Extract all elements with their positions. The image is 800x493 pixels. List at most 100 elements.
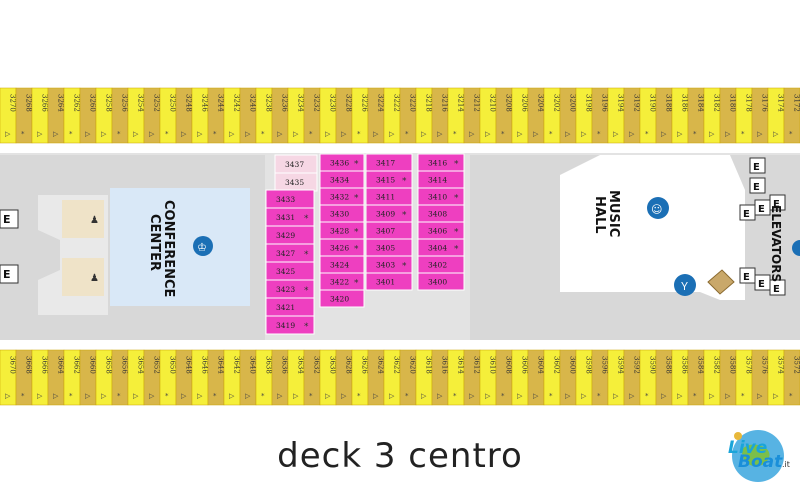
cabin-number: 3212 <box>473 94 481 112</box>
cabin-marker: ▷ <box>517 130 523 138</box>
cabin-marker: ▷ <box>293 392 299 400</box>
cabin-marker: ▷ <box>485 392 491 400</box>
cabin-number: 3632 <box>313 356 321 374</box>
cabin-marker: ▷ <box>389 392 395 400</box>
cabin-marker: ▷ <box>581 130 587 138</box>
cabin-number: 3576 <box>761 356 769 374</box>
cabin-number: 3616 <box>441 356 449 374</box>
cabin-number: 3228 <box>345 94 353 112</box>
cabin-number: 3624 <box>377 356 385 374</box>
cabin-marker: ▷ <box>757 130 763 138</box>
pink-cabin-number: 3433 <box>276 195 295 204</box>
pink-cabin-number: 3400 <box>428 278 447 287</box>
elevator-info-icon <box>792 240 800 256</box>
cabin-marker: ▷ <box>725 130 731 138</box>
cabin-number: 3236 <box>281 94 289 112</box>
cabin-marker: ▷ <box>85 392 91 400</box>
left-stair-bottom <box>62 258 104 296</box>
cabin-number: 3654 <box>137 356 145 374</box>
cabin-marker: * <box>309 392 313 400</box>
pink-cabin-number: 3427 <box>276 249 295 258</box>
cabin-marker: ▷ <box>677 130 683 138</box>
cabin-marker: * <box>549 392 553 400</box>
cabin-number: 3258 <box>105 94 113 112</box>
cabin-marker: ▷ <box>101 130 107 138</box>
pink-cabin-number: 3405 <box>376 244 395 253</box>
cabin-number: 3270 <box>9 94 17 112</box>
cabin-number: 3652 <box>153 356 161 374</box>
cabin-marker: * <box>213 130 217 138</box>
pink-cabin <box>365 272 413 291</box>
cabin-number: 3662 <box>73 356 81 374</box>
cabin-marker: ▷ <box>533 392 539 400</box>
cabin-marker: ▷ <box>709 392 715 400</box>
cabin-number: 3604 <box>537 356 545 374</box>
cabin-number: 3262 <box>73 94 81 112</box>
cabin-marker: * <box>597 130 601 138</box>
cabin-number: 3584 <box>697 356 705 374</box>
elevator-box <box>749 177 766 194</box>
cabin-number: 3612 <box>473 356 481 374</box>
cabin-marker: ▷ <box>613 130 619 138</box>
cabin-marker: ▷ <box>197 392 203 400</box>
cabin-marker: ▷ <box>245 392 251 400</box>
cabin-marker: ▷ <box>53 130 59 138</box>
music-icon <box>647 197 669 219</box>
top-cabin-strip: 3270▷3268*3266▷3264▷3262*3260▷3258▷3256*… <box>0 87 800 144</box>
cabin-number: 3206 <box>521 94 529 112</box>
cabin-number: 3222 <box>393 94 401 112</box>
cabin-marker: ▷ <box>325 130 331 138</box>
music-hall <box>560 155 745 300</box>
cabin-number: 3200 <box>569 94 577 112</box>
pink-cabin-number: 3430 <box>330 210 349 219</box>
liveboat-logo: Live Boat .it <box>716 420 796 486</box>
cabin-marker: ▷ <box>469 130 475 138</box>
pink-cabin-number: 3429 <box>276 231 295 240</box>
cabin-number: 3216 <box>441 94 449 112</box>
cabin-marker: ▷ <box>629 130 635 138</box>
cabin-number: 3656 <box>121 356 129 374</box>
cabin-number: 3174 <box>777 94 785 112</box>
cabin-number: 3628 <box>345 356 353 374</box>
cabin-marker: ▷ <box>389 130 395 138</box>
cabin-marker: ▷ <box>437 392 443 400</box>
elevator-letter: E <box>758 279 765 290</box>
cabin-marker: ▷ <box>293 130 299 138</box>
cabin-number: 3214 <box>457 94 465 112</box>
cabin-marker: * <box>165 392 169 400</box>
pink-cabin-number: 3408 <box>428 210 447 219</box>
cabin-marker: ▷ <box>565 130 571 138</box>
logo-text-2: Boat <box>738 452 783 472</box>
cabin-number: 3234 <box>297 94 305 112</box>
cabin-number: 3202 <box>553 94 561 112</box>
logo-text-3: .it <box>782 460 790 469</box>
pink-cabin-number: 3414 <box>428 176 447 185</box>
cabin-cell <box>783 349 800 406</box>
cabin-number: 3240 <box>249 94 257 112</box>
cabin-number: 3244 <box>217 94 225 112</box>
cabin-marker: ▷ <box>677 392 683 400</box>
cabin-number: 3192 <box>633 94 641 112</box>
pink-cabin-number: 3437 <box>285 160 304 169</box>
cabin-marker: ▷ <box>229 392 235 400</box>
pink-cabin-marker: * <box>304 214 309 224</box>
elevator-box <box>769 279 786 296</box>
cabin-marker: * <box>645 392 649 400</box>
cabin-marker: * <box>693 392 697 400</box>
cabin-marker: * <box>405 130 409 138</box>
pink-cabin-marker: * <box>304 250 309 260</box>
cabin-number: 3580 <box>729 356 737 374</box>
cabin-number: 3226 <box>361 94 369 112</box>
cabin-marker: * <box>453 392 457 400</box>
cabin-number: 3590 <box>649 356 657 374</box>
pink-cabin-marker: * <box>304 286 309 296</box>
cabin-number: 3644 <box>217 356 225 374</box>
pink-cabin-number: 3411 <box>376 193 395 202</box>
cabin-number: 3630 <box>329 356 337 374</box>
pink-cabin <box>319 289 365 308</box>
cabin-number: 3196 <box>601 94 609 112</box>
left-elevator-e-top: E <box>3 213 11 226</box>
cabin-marker: ▷ <box>325 392 331 400</box>
bottom-cabin-strip: 3670▷3668*3666▷3664▷3662*3660▷3658▷3656*… <box>0 349 800 406</box>
